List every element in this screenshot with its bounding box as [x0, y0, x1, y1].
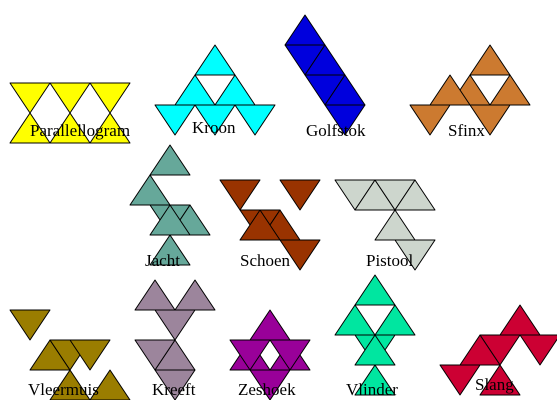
- triangle-kroon-1: [195, 45, 235, 75]
- triangle-kreeft-2: [175, 280, 215, 310]
- triangle-kroon-4: [215, 75, 255, 105]
- triangle-schoen-4: [280, 180, 320, 210]
- triangle-golfstok-1: [285, 15, 325, 45]
- shape-slang: Slang: [440, 305, 557, 395]
- triangle-parallellogram-3: [50, 83, 90, 113]
- label-vleermuis: Vleermuis: [28, 380, 99, 399]
- shape-vleermuis: Vleermuis: [10, 310, 130, 400]
- triangle-slang-6: [520, 335, 557, 365]
- triangle-sfinx-1: [470, 45, 510, 75]
- triangle-sfinx-5: [410, 105, 450, 135]
- triangle-pistool-4: [375, 210, 415, 240]
- triangle-vleermuis-1: [10, 310, 50, 340]
- shape-kroon: Kroon: [155, 45, 275, 137]
- label-parallellogram: Parallellogram: [30, 121, 130, 140]
- shape-vlinder: Vlinder: [335, 275, 415, 399]
- label-slang: Slang: [475, 375, 514, 394]
- label-schoen: Schoen: [240, 251, 291, 270]
- shape-golfstok: Golfstok: [285, 15, 366, 140]
- triangle-kreeft-3: [155, 310, 195, 340]
- label-kreeft: Kreeft: [152, 380, 196, 399]
- shape-zeshoek: Zeshoek: [230, 310, 310, 400]
- label-sfinx: Sfinx: [448, 121, 485, 140]
- shape-jacht: Jacht: [130, 145, 210, 270]
- triangle-kroon-6: [235, 105, 275, 135]
- triangle-kreeft-1: [135, 280, 175, 310]
- label-jacht: Jacht: [145, 251, 180, 270]
- shape-pistool: Pistool: [335, 180, 435, 270]
- label-pistool: Pistool: [366, 251, 414, 270]
- triangle-vlinder-3: [375, 305, 415, 335]
- triangle-vlinder-1: [355, 275, 395, 305]
- label-golfstok: Golfstok: [306, 121, 366, 140]
- triangle-slang-4: [440, 365, 480, 395]
- triangle-jacht-1: [150, 145, 190, 175]
- label-kroon: Kroon: [192, 118, 236, 137]
- triangle-zeshoek-1: [250, 310, 290, 340]
- triangle-jacht-2: [130, 175, 170, 205]
- triangle-parallellogram-5: [90, 83, 130, 113]
- triangle-kroon-2: [175, 75, 215, 105]
- triangle-schoen-1: [220, 180, 260, 210]
- label-vlinder: Vlinder: [346, 380, 398, 399]
- label-zeshoek: Zeshoek: [238, 380, 296, 399]
- triangle-kroon-5: [155, 105, 195, 135]
- triangle-parallellogram-1: [10, 83, 50, 113]
- shape-parallellogram: Parallellogram: [10, 83, 130, 143]
- shape-schoen: Schoen: [220, 180, 320, 270]
- shape-sfinx: Sfinx: [410, 45, 530, 140]
- triangle-slang-1: [500, 305, 540, 335]
- triangle-vlinder-2: [335, 305, 375, 335]
- shape-kreeft: Kreeft: [135, 280, 215, 400]
- triangle-sfinx-4: [490, 75, 530, 105]
